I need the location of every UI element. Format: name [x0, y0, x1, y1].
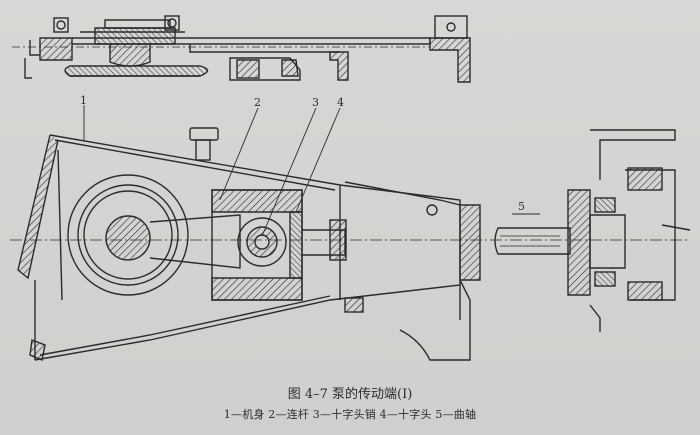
figure-caption: 图 4–7 泵的传动端(Ⅰ): [287, 387, 413, 402]
part-number-labels: 1 2 3 4 5: [80, 94, 525, 213]
bolt-square-mid: [164, 15, 180, 31]
bolt-square-left: [53, 17, 69, 33]
crosshead-pin: [237, 217, 287, 267]
leader-4: [295, 107, 341, 213]
crankpin: [105, 215, 151, 261]
crankshaft-section: [494, 129, 691, 332]
crank-disc-outer: [67, 174, 189, 296]
part-number-4: 4: [337, 96, 344, 109]
part-leaders: [83, 105, 540, 237]
leader-3: [261, 107, 317, 237]
figure-legend: 1—机身 2—连杆 3—十字头销 4—十字头 5—曲轴: [223, 408, 477, 421]
part-number-5: 5: [518, 200, 525, 213]
part-number-1: 1: [80, 94, 87, 107]
part-number-3: 3: [312, 96, 319, 109]
crankshaft: [494, 227, 571, 255]
leader-2: [219, 107, 259, 201]
part-number-2: 2: [254, 96, 261, 109]
pump-body-section: [10, 127, 690, 361]
top-view: [12, 15, 471, 83]
breather-cap: [189, 127, 219, 141]
connecting-rod: [149, 214, 241, 269]
